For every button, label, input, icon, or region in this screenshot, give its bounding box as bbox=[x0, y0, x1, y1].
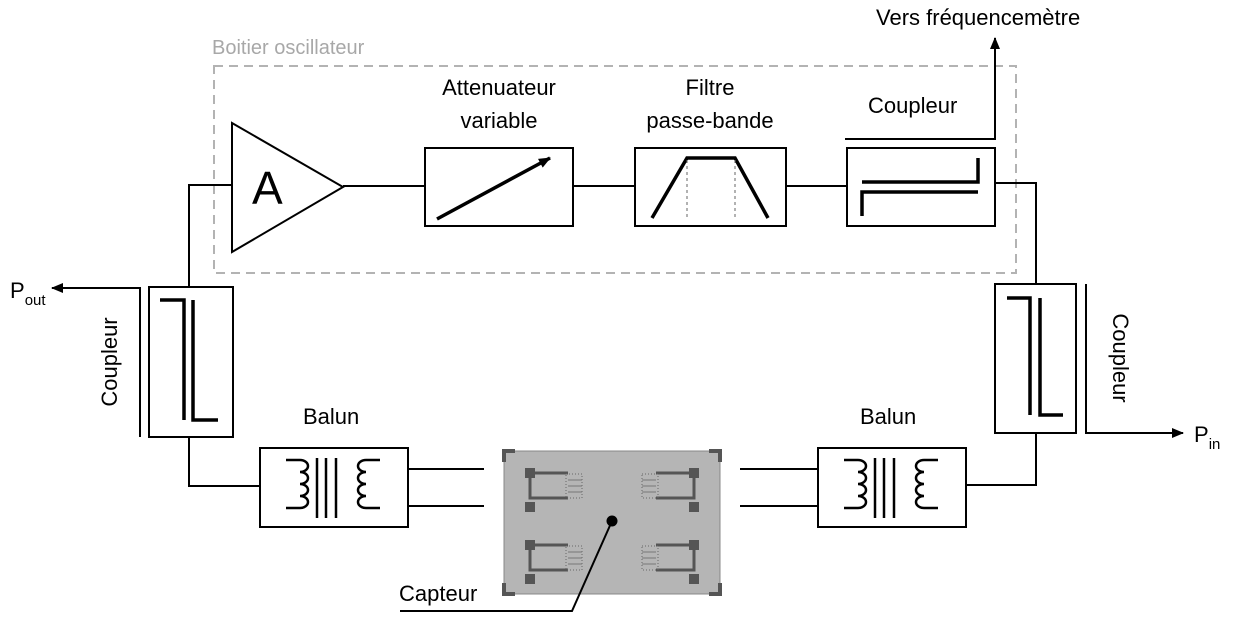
sensor-leader-line bbox=[400, 520, 613, 612]
coupler-right-label: Coupleur bbox=[1108, 313, 1133, 402]
enclosure-label: Boitier oscillateur bbox=[212, 37, 365, 59]
filter-label-line1: Filtre bbox=[686, 75, 735, 100]
amplifier-symbol: A bbox=[252, 162, 283, 214]
p-in-subscript: in bbox=[1209, 436, 1221, 453]
sensor-electrode-top-right bbox=[641, 468, 699, 512]
balun-left: Balun bbox=[259, 404, 409, 528]
coupler-left: Coupleur Pout bbox=[10, 278, 234, 438]
balun-right-label: Balun bbox=[860, 404, 916, 429]
sensor-label: Capteur bbox=[399, 581, 477, 606]
sensor-electrode-top-left bbox=[525, 468, 583, 512]
coupler-top-label: Coupleur bbox=[868, 93, 957, 118]
p-in-label: Pin bbox=[1194, 422, 1220, 453]
p-out-subscript: out bbox=[25, 292, 47, 309]
coupler-top: Coupleur Vers fréquencemètre bbox=[845, 5, 1080, 227]
bandpass-filter: Filtre passe-bande bbox=[634, 75, 787, 227]
sensor-electrode-bottom-right bbox=[641, 540, 699, 584]
attenuator-label-line2: variable bbox=[460, 108, 537, 133]
attenuator: Attenuateur variable bbox=[424, 75, 574, 227]
sensor: Capteur bbox=[399, 449, 722, 612]
p-out-label: Pout bbox=[10, 278, 46, 309]
sensor-electrode-bottom-left bbox=[525, 540, 583, 584]
p-out-main: P bbox=[10, 278, 25, 303]
circuit-wires bbox=[188, 182, 1037, 507]
output-top-label: Vers fréquencemètre bbox=[876, 5, 1080, 30]
attenuator-label-line1: Attenuateur bbox=[442, 75, 556, 100]
coupler-right: Coupleur Pin bbox=[994, 283, 1220, 453]
balun-right: Balun bbox=[817, 404, 967, 528]
amplifier: A bbox=[231, 121, 345, 254]
enclosure-border bbox=[213, 65, 1017, 274]
p-in-main: P bbox=[1194, 422, 1209, 447]
balun-left-label: Balun bbox=[303, 404, 359, 429]
filter-label-line2: passe-bande bbox=[646, 108, 773, 133]
coupler-left-label: Coupleur bbox=[97, 317, 122, 406]
